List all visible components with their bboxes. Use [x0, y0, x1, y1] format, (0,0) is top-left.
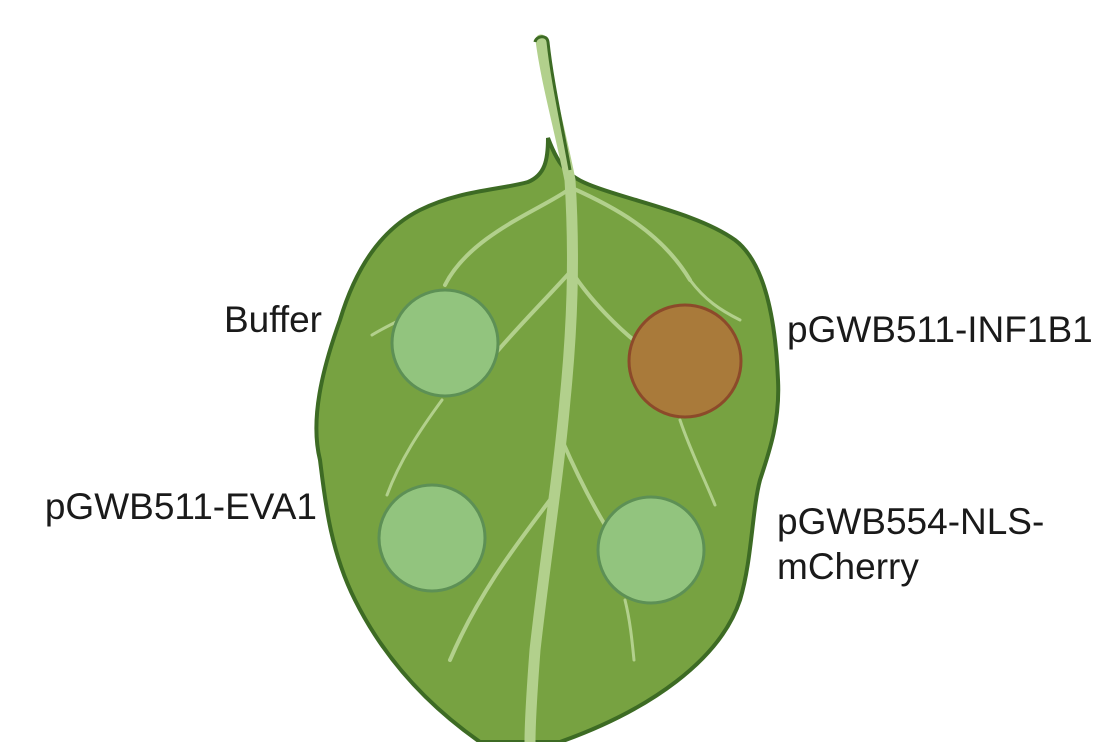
spot-pgwb511-eva1	[379, 485, 485, 591]
spot-buffer	[392, 290, 498, 396]
spot-pgwb554-nls-mcherry	[598, 497, 704, 603]
label-pgwb554-nls-mcherry-line-1: pGWB554-NLS-	[777, 501, 1044, 542]
spot-pgwb511-inf1b1	[629, 305, 741, 417]
label-pgwb511-eva1: pGWB511-EVA1	[45, 486, 317, 527]
label-pgwb511-inf1b1: pGWB511-INF1B1	[787, 309, 1093, 350]
label-pgwb554-nls-mcherry-line-2: mCherry	[777, 546, 919, 587]
leaf-blade	[316, 138, 778, 742]
label-buffer: Buffer	[224, 299, 322, 340]
